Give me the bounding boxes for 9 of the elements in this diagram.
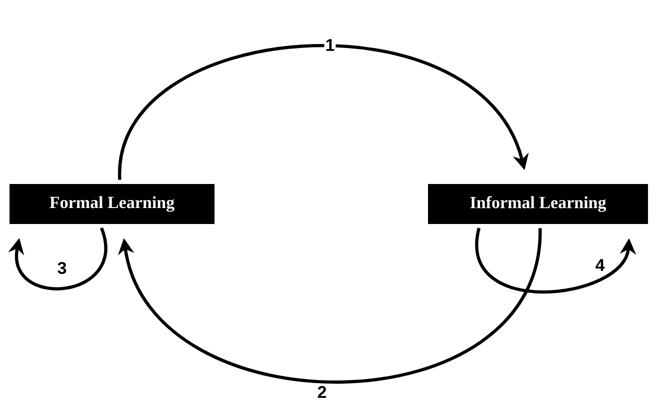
arrow [118, 44, 529, 180]
edge-label: 2 [316, 385, 328, 399]
edge-label: 1 [324, 38, 336, 52]
process-box: Informal Learning [428, 184, 648, 224]
arrow [118, 228, 542, 384]
arrow [8, 228, 108, 290]
edge-label: 3 [56, 260, 68, 276]
process-box: Formal Learning [10, 184, 214, 224]
edge-label: 4 [594, 258, 606, 272]
